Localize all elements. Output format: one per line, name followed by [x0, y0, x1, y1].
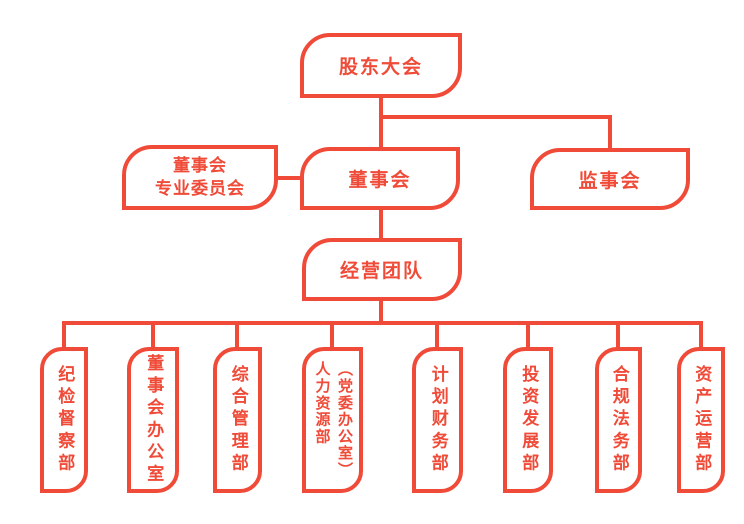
connector-departments-rail [62, 321, 703, 325]
department-label: （党委办公室） 人力资源部 [313, 361, 354, 479]
connector-drop-department-8 [699, 321, 703, 350]
node-supervisory-board-label: 监事会 [578, 170, 642, 192]
department-label: 资产运营部 [692, 364, 712, 476]
node-management-team: 经营团队 [302, 238, 462, 301]
node-board-of-directors-label: 董事会 [348, 170, 412, 191]
node-supervisory-board: 监事会 [530, 148, 690, 210]
node-board-special-committee-label: 董事会 专业委员会 [155, 155, 245, 198]
connector-management-to-rail [379, 299, 383, 325]
node-department-human-resources-party-office: （党委办公室） 人力资源部 [302, 347, 363, 493]
connector-drop-department-2 [151, 321, 155, 350]
node-department-discipline-inspection: 纪检督察部 [40, 347, 88, 493]
node-department-board-office: 董事会办公室 [127, 347, 179, 493]
connector-drop-supervisory [608, 115, 612, 153]
node-department-compliance-legal: 合规法务部 [595, 347, 642, 493]
connector-drop-department-6 [526, 321, 530, 350]
department-label: 综合管理部 [228, 364, 248, 476]
connector-drop-department-7 [616, 321, 620, 350]
connector-drop-department-1 [62, 321, 66, 350]
node-board-special-committee: 董事会 专业委员会 [122, 145, 278, 210]
node-department-planning-finance: 计划财务部 [412, 347, 463, 493]
connector-drop-department-4 [330, 321, 334, 350]
node-management-team-label: 经营团队 [339, 261, 424, 282]
department-label: 纪检督察部 [55, 364, 75, 476]
connector-drop-department-3 [235, 321, 239, 350]
department-label: 计划财务部 [428, 364, 448, 476]
node-department-general-management: 综合管理部 [213, 347, 262, 493]
department-label: 投资发展部 [519, 364, 539, 476]
node-department-asset-operations: 资产运营部 [677, 347, 725, 493]
department-label: 合规法务部 [609, 364, 629, 476]
connector-committee-to-board [274, 176, 304, 180]
connector-drop-department-5 [435, 321, 439, 350]
connector-branch-to-supervisory [379, 115, 612, 119]
department-label: 董事会办公室 [144, 353, 164, 487]
node-department-investment-development: 投资发展部 [503, 347, 553, 493]
node-shareholders-meeting-label: 股东大会 [338, 57, 423, 78]
connector-shareholders-to-board [379, 96, 383, 151]
node-shareholders-meeting: 股东大会 [300, 33, 462, 98]
connector-board-to-management [379, 207, 383, 240]
node-board-of-directors: 董事会 [300, 147, 460, 210]
